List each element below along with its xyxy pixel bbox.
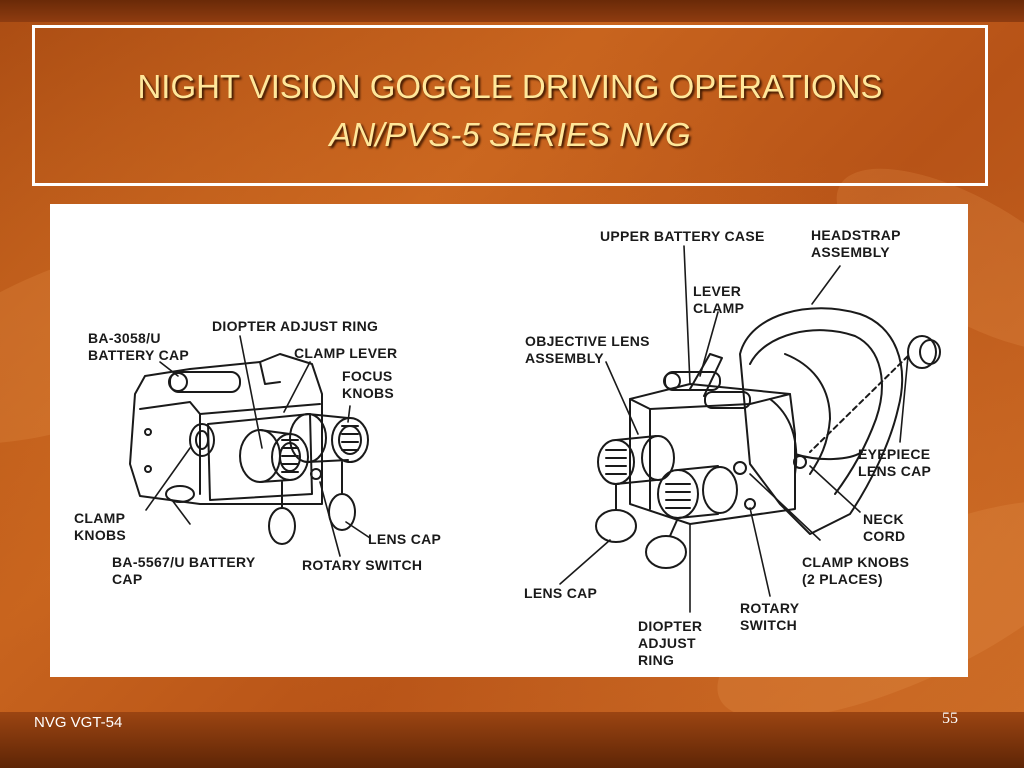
label-rotary-switch-right: ROTARY SWITCH [740,600,800,633]
title-box: NIGHT VISION GOGGLE DRIVING OPERATIONS A… [32,25,988,186]
top-band [0,0,1024,22]
label-lever-clamp: LEVER CLAMP [693,283,745,316]
left-leader-lines [145,335,371,557]
label-diopter-adjust-ring-left: DIOPTER ADJUST RING [212,318,379,334]
label-clamp-knobs-right: CLAMP KNOBS (2 PLACES) [802,554,910,587]
slide-subtitle: AN/PVS-5 SERIES NVG [329,116,691,153]
label-rotary-switch-left: ROTARY SWITCH [302,557,423,573]
left-goggle-drawing [129,353,369,545]
label-lens-cap-right: LENS CAP [524,585,598,601]
label-clamp-lever: CLAMP LEVER [294,345,398,361]
footer-course-code: NVG VGT-54 [34,714,123,731]
label-lens-cap-left: LENS CAP [368,531,442,547]
label-clamp-knobs-left: CLAMP KNOBS [74,510,127,543]
slide-title: NIGHT VISION GOGGLE DRIVING OPERATIONS [137,68,883,105]
label-ba3058-battery-cap: BA-3058/U BATTERY CAP [88,330,190,363]
label-upper-battery-case: UPPER BATTERY CASE [600,228,765,244]
label-diopter-adjust-ring-right: DIOPTER ADJUST RING [638,618,703,668]
right-goggle-drawing [595,307,941,569]
label-headstrap-assembly: HEADSTRAP ASSEMBLY [811,227,901,260]
label-focus-knobs: FOCUS KNOBS [342,368,395,401]
bottom-band [0,712,1024,768]
nvg-line-drawing [129,245,941,613]
label-objective-lens-assembly: OBJECTIVE LENS ASSEMBLY [525,333,650,366]
label-neck-cord: NECK CORD [863,511,906,544]
page-number: 55 [942,710,958,727]
label-eyepiece-lens-cap: EYEPIECE LENS CAP [858,446,932,479]
label-ba5567-battery-cap: BA-5567/U BATTERY CAP [112,554,256,587]
nvg-diagram-panel: BA-3058/U BATTERY CAP DIOPTER ADJUST RIN… [50,204,968,677]
right-leader-lines [559,245,909,613]
